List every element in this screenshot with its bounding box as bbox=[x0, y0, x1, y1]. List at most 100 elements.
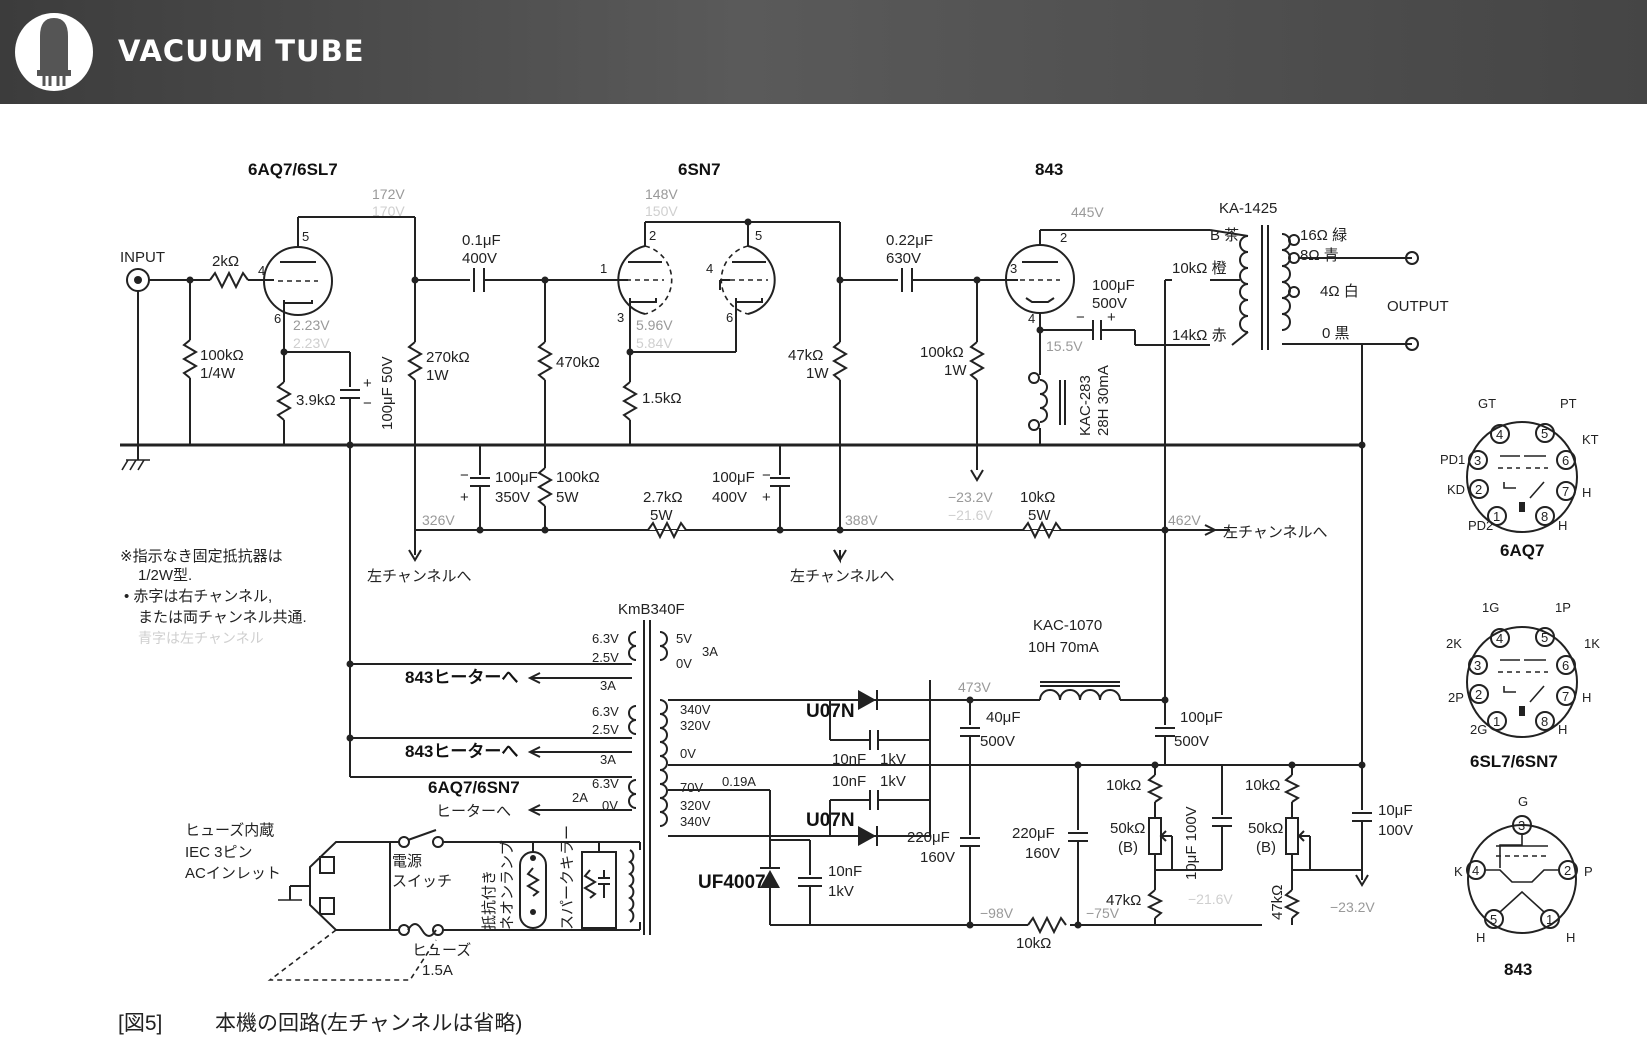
svg-text:2: 2 bbox=[1564, 863, 1571, 878]
svg-text:3: 3 bbox=[617, 310, 624, 325]
svg-text:H: H bbox=[1476, 930, 1485, 945]
svg-text:5W: 5W bbox=[650, 507, 673, 524]
svg-text:3: 3 bbox=[1474, 658, 1481, 673]
svg-text:843: 843 bbox=[1504, 960, 1532, 979]
svg-text:47kΩ: 47kΩ bbox=[788, 347, 823, 364]
svg-text:2: 2 bbox=[1475, 482, 1482, 497]
svg-text:400V: 400V bbox=[462, 250, 497, 267]
svg-text:スイッチ: スイッチ bbox=[392, 873, 452, 890]
tube-v3-name: 843 bbox=[1035, 160, 1063, 179]
svg-text:H: H bbox=[1582, 485, 1591, 500]
svg-text:40μF: 40μF bbox=[986, 709, 1021, 726]
svg-text:−23.2V: −23.2V bbox=[948, 489, 993, 505]
svg-text:+: + bbox=[460, 489, 469, 506]
resistor-2k: 2kΩ bbox=[209, 253, 249, 290]
svg-text:−21.6V: −21.6V bbox=[948, 507, 993, 523]
svg-text:ヒューズ: ヒューズ bbox=[412, 942, 471, 959]
svg-text:−: − bbox=[460, 467, 469, 484]
diode-u07n-2 bbox=[858, 826, 878, 846]
svg-text:14kΩ 赤: 14kΩ 赤 bbox=[1172, 327, 1227, 344]
svg-text:8: 8 bbox=[1541, 714, 1548, 729]
svg-text:ヒューズ内蔵: ヒューズ内蔵 bbox=[185, 822, 274, 839]
svg-text:左チャンネルへ: 左チャンネルへ bbox=[790, 568, 895, 585]
tube-v2-6sn7-a bbox=[617, 245, 673, 315]
svg-text:4: 4 bbox=[1496, 631, 1503, 646]
svg-text:1: 1 bbox=[600, 261, 607, 276]
svg-text:※指示なき固定抵抗器は: ※指示なき固定抵抗器は bbox=[120, 548, 283, 565]
svg-text:148V: 148V bbox=[645, 186, 678, 202]
svg-text:左チャンネルへ: 左チャンネルへ bbox=[367, 568, 472, 585]
svg-text:1W: 1W bbox=[806, 365, 829, 382]
svg-text:−21.6V: −21.6V bbox=[1188, 891, 1233, 907]
schematic-diagram: INPUT 2kΩ 100kΩ 1/4W 6AQ7/6SL7 5 4 6 172… bbox=[118, 160, 1600, 1035]
svg-text:UF4007: UF4007 bbox=[698, 872, 766, 893]
svg-text:1W: 1W bbox=[944, 362, 967, 379]
svg-text:4: 4 bbox=[706, 261, 713, 276]
svg-text:220μF: 220μF bbox=[1012, 825, 1055, 842]
svg-text:−: − bbox=[363, 395, 372, 412]
svg-text:2.23V: 2.23V bbox=[293, 317, 330, 333]
tube-v1-name: 6AQ7/6SL7 bbox=[248, 160, 338, 179]
svg-text:10μF 100V: 10μF 100V bbox=[1183, 806, 1200, 880]
svg-text:0.1μF: 0.1μF bbox=[462, 232, 501, 249]
svg-text:326V: 326V bbox=[422, 512, 455, 528]
svg-text:160V: 160V bbox=[1025, 845, 1060, 862]
svg-text:6: 6 bbox=[1562, 453, 1569, 468]
svg-text:0.22μF: 0.22μF bbox=[886, 232, 933, 249]
output-transformer-name: KA-1425 bbox=[1219, 200, 1277, 217]
svg-text:6.3V: 6.3V bbox=[592, 631, 619, 646]
svg-text:473V: 473V bbox=[958, 679, 991, 695]
svg-text:ACインレット: ACインレット bbox=[185, 865, 281, 882]
svg-text:100μF: 100μF bbox=[1180, 709, 1223, 726]
svg-text:6AQ7: 6AQ7 bbox=[1500, 541, 1544, 560]
svg-text:1: 1 bbox=[1546, 912, 1553, 927]
svg-text:340V: 340V bbox=[680, 702, 711, 717]
neon-lamp bbox=[519, 851, 547, 929]
svg-text:100kΩ: 100kΩ bbox=[200, 347, 244, 364]
svg-text:10nF: 10nF bbox=[832, 751, 866, 768]
svg-text:3: 3 bbox=[1474, 453, 1481, 468]
svg-text:6.3V: 6.3V bbox=[592, 704, 619, 719]
svg-text:−: − bbox=[1076, 309, 1085, 326]
svg-text:5V: 5V bbox=[676, 631, 692, 646]
svg-text:50kΩ: 50kΩ bbox=[1110, 820, 1145, 837]
svg-text:H: H bbox=[1582, 690, 1591, 705]
svg-text:2.5V: 2.5V bbox=[592, 722, 619, 737]
svg-text:172V: 172V bbox=[372, 186, 405, 202]
svg-text:270kΩ: 270kΩ bbox=[426, 349, 470, 366]
svg-text:2: 2 bbox=[1060, 230, 1067, 245]
svg-text:1G: 1G bbox=[1482, 600, 1499, 615]
svg-text:220μF: 220μF bbox=[907, 829, 950, 846]
svg-text:2.7kΩ: 2.7kΩ bbox=[643, 489, 683, 506]
svg-text:3: 3 bbox=[1010, 261, 1017, 276]
tube-v2-name: 6SN7 bbox=[678, 160, 721, 179]
svg-text:ネオンランプ: ネオンランプ bbox=[499, 840, 516, 930]
svg-text:7: 7 bbox=[1562, 484, 1569, 499]
svg-text:4: 4 bbox=[1028, 311, 1035, 326]
tube-v1-6aq7 bbox=[263, 246, 333, 316]
svg-text:6: 6 bbox=[274, 311, 281, 326]
svg-text:400V: 400V bbox=[712, 489, 747, 506]
svg-text:H: H bbox=[1558, 518, 1567, 533]
svg-text:4: 4 bbox=[1472, 863, 1479, 878]
pinout-6sn7: 1 2 3 4 5 6 7 8 2G 2P 2K 1G 1P 1K H H bbox=[1446, 600, 1600, 738]
svg-text:150V: 150V bbox=[645, 203, 678, 219]
power-transformer-name: KmB340F bbox=[618, 601, 685, 618]
svg-text:100V: 100V bbox=[1378, 822, 1413, 839]
svg-text:70V: 70V bbox=[680, 780, 703, 795]
svg-text:2A: 2A bbox=[572, 790, 588, 805]
mains-inlet-text: ヒューズ内蔵 IEC 3ピン ACインレット bbox=[185, 822, 281, 882]
svg-text:340V: 340V bbox=[680, 814, 711, 829]
svg-text:5: 5 bbox=[755, 228, 762, 243]
svg-text:100μF: 100μF bbox=[495, 469, 538, 486]
svg-text:GT: GT bbox=[1478, 396, 1496, 411]
svg-text:1.5A: 1.5A bbox=[422, 962, 453, 979]
svg-text:5.84V: 5.84V bbox=[636, 335, 673, 351]
svg-text:5: 5 bbox=[1490, 912, 1497, 927]
svg-text:1W: 1W bbox=[426, 367, 449, 384]
svg-text:P: P bbox=[1584, 864, 1593, 879]
svg-text:100μF: 100μF bbox=[1092, 277, 1135, 294]
svg-text:PD1: PD1 bbox=[1440, 452, 1465, 467]
svg-text:388V: 388V bbox=[845, 512, 878, 528]
svg-text:−98V: −98V bbox=[980, 905, 1014, 921]
